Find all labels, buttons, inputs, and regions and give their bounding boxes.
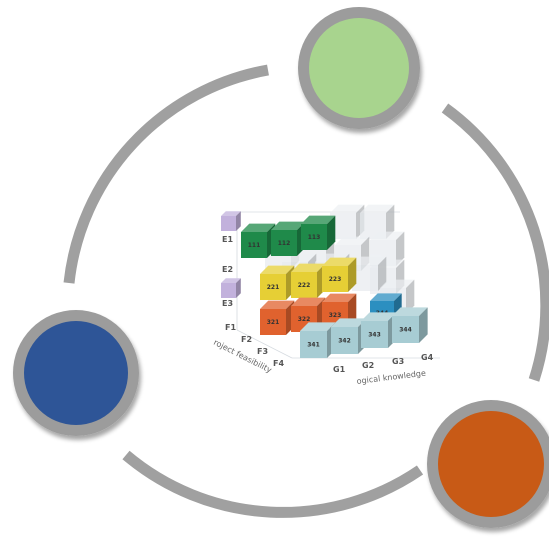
orange-cube-322-label: 322 — [298, 316, 311, 323]
node-left — [13, 310, 139, 436]
ring-arc-top-right — [441, 103, 549, 382]
green-cube-112-label: 112 — [278, 240, 291, 247]
orange-cube-321-label: 321 — [267, 319, 280, 326]
f4-label: F4 — [273, 359, 284, 368]
g3-label: G3 — [392, 357, 404, 366]
teal-cube-341: 341 — [300, 322, 336, 358]
g2-label: G2 — [362, 361, 374, 370]
green-cube-113: 113 — [301, 215, 336, 250]
green-circle-icon — [309, 18, 409, 118]
teal-cube-342-label: 342 — [338, 338, 351, 345]
yellow-cube-221-label: 221 — [267, 284, 280, 291]
cycle-ring — [63, 64, 549, 518]
orange-cube-321: 321 — [260, 300, 295, 335]
yellow-cube-222-label: 222 — [298, 282, 311, 289]
yellow-cube-223-label: 223 — [329, 276, 342, 283]
teal-cube-341-label: 341 — [307, 342, 320, 349]
f1-label: F1 — [225, 323, 236, 332]
blue-circle-icon — [24, 321, 128, 425]
f3-label: F3 — [257, 347, 268, 356]
ghost-cube-9 — [352, 256, 387, 291]
orange-circle-icon — [438, 411, 544, 517]
colored-cubes: 1111121132212222233213223233443413423433… — [221, 211, 428, 358]
teal-cube-343-label: 343 — [368, 332, 381, 339]
teal-cube-343: 343 — [361, 312, 397, 348]
f2-label: F2 — [241, 335, 252, 344]
e1-label: E1 — [222, 235, 233, 244]
yellow-cube-223: 223 — [322, 257, 357, 292]
ring-arc-top-left — [63, 64, 269, 284]
e2-label: E2 — [222, 265, 233, 274]
teal-cube-344-label: 344 — [399, 327, 412, 334]
teal-cube-344: 344 — [392, 307, 428, 343]
yellow-cube-222: 222 — [291, 263, 326, 298]
matrix-3d: 1111121132212222233213223233443413423433… — [212, 204, 440, 386]
lilac-cube-e3 — [221, 278, 241, 298]
e3-label: E3 — [222, 299, 233, 308]
ring-arc-bottom — [122, 450, 424, 518]
orange-cube-323-label: 323 — [329, 312, 342, 319]
green-cube-113-label: 113 — [308, 234, 321, 241]
green-cube-111: 111 — [241, 223, 276, 258]
node-right — [427, 400, 549, 528]
node-top — [298, 7, 420, 129]
yellow-cube-221: 221 — [260, 265, 295, 300]
g1-label: G1 — [333, 365, 346, 374]
axis-g-title: ogical knowledge — [356, 369, 426, 386]
g4-label: G4 — [421, 353, 434, 362]
lilac-cube-e1 — [221, 211, 241, 231]
green-cube-111-label: 111 — [248, 242, 261, 249]
green-cube-112: 112 — [271, 221, 306, 256]
